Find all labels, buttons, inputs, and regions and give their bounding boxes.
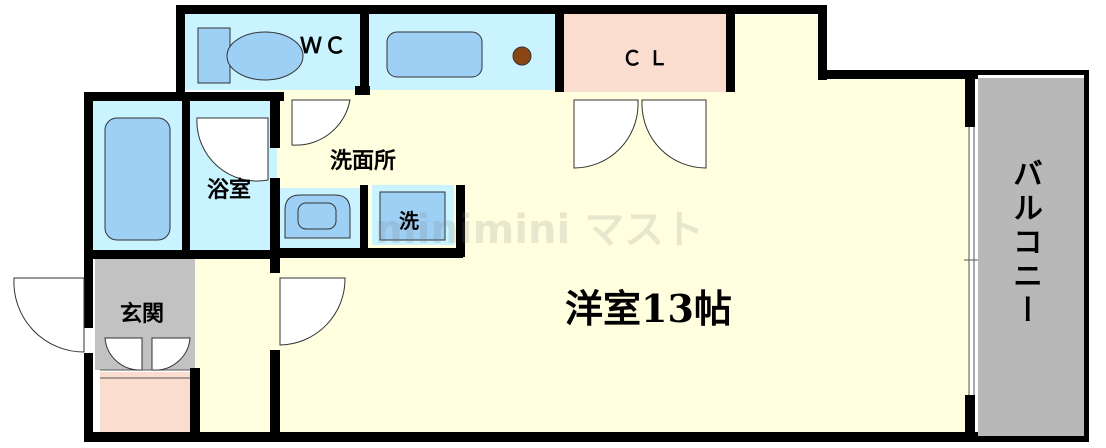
- door-swings: [13, 99, 707, 371]
- watermark: minimini マスト: [375, 207, 705, 253]
- entrance-label: 玄関: [120, 301, 165, 327]
- bathtub: [104, 117, 171, 241]
- main-room-floor: [275, 15, 970, 438]
- entrance-door-swing: [13, 277, 85, 353]
- wc-tank: [197, 27, 231, 84]
- washbasin-bowl: [297, 202, 337, 230]
- closet-label: ＣＬ: [622, 46, 674, 70]
- balcony-label: バルコニー: [1007, 158, 1042, 328]
- faucet: [512, 46, 532, 66]
- washroom-door-swing: [291, 99, 351, 146]
- shoe-cabinet-right-swing: [151, 337, 191, 371]
- washer-pan: [379, 191, 446, 241]
- main-room-label: 洋室13帖: [565, 286, 732, 331]
- toilet-bowl: [226, 31, 304, 81]
- bathroom-label: 浴室: [207, 177, 252, 203]
- corridor-floor: [195, 255, 280, 438]
- shoe-cabinet-left-swing: [104, 337, 143, 371]
- room-door-swing: [279, 277, 346, 346]
- window-frames: [100, 127, 978, 395]
- entrance-step: [100, 372, 195, 434]
- washer-label: 洗: [399, 209, 419, 233]
- top-bathtub: [386, 31, 483, 78]
- wc-label: ＷＣ: [300, 33, 349, 59]
- closet-door-right-swing: [641, 99, 707, 169]
- closet-floor: [560, 12, 730, 92]
- washroom-label: 洗面所: [330, 148, 397, 174]
- balcony-floor: [978, 78, 1088, 436]
- closet-door-left-swing: [573, 99, 639, 169]
- walls: [84, 5, 1089, 442]
- bathroom-door-swing: [196, 117, 269, 182]
